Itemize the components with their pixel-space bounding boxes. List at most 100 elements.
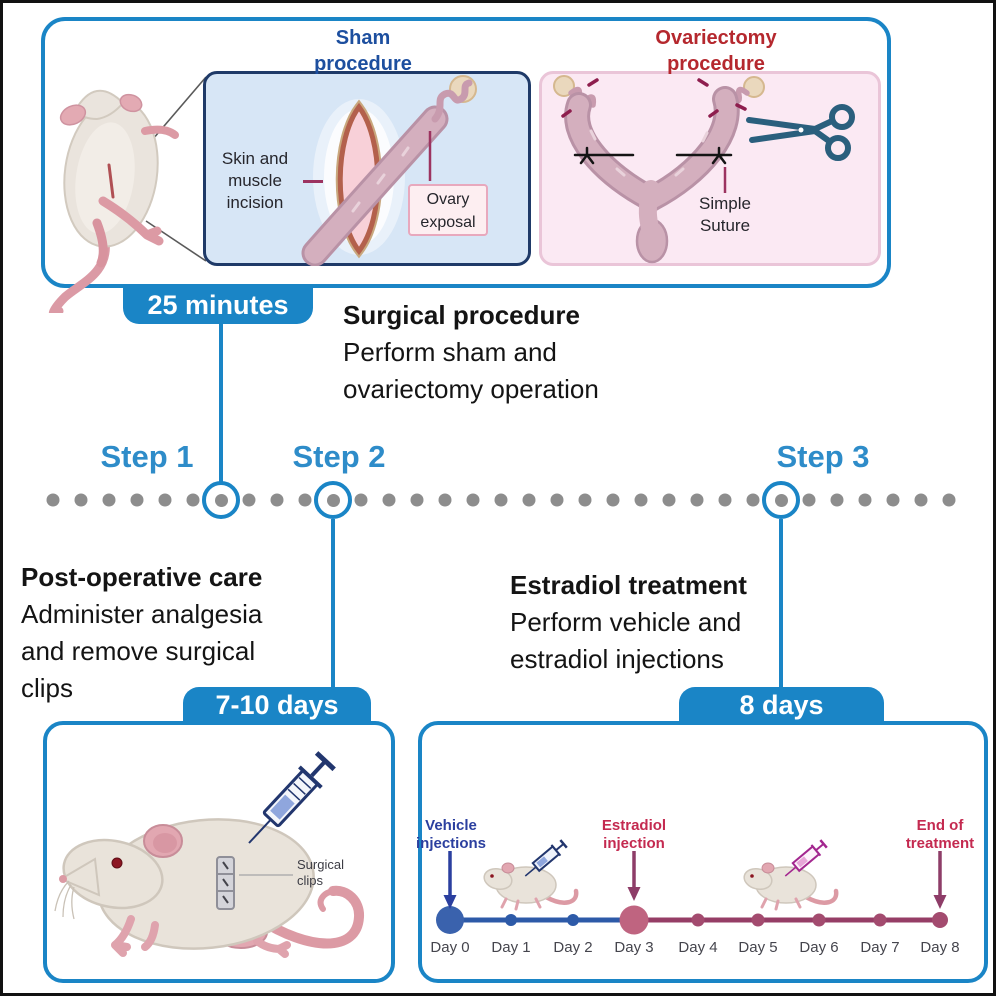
day8-dot bbox=[932, 912, 948, 928]
duration-badge-surgery: 25 minutes bbox=[123, 288, 313, 324]
mouse-tail bbox=[48, 236, 110, 313]
separator-dot bbox=[550, 493, 564, 507]
surgical-title: Surgical procedure bbox=[343, 300, 580, 330]
rat-nose bbox=[59, 875, 67, 883]
suture-label-line1: Simple bbox=[699, 194, 751, 213]
separator-dot bbox=[634, 493, 648, 507]
supine-mouse-illustration bbox=[48, 89, 179, 313]
day-dots bbox=[436, 905, 948, 935]
cervix bbox=[638, 180, 660, 242]
day-label-0: Day 0 bbox=[430, 939, 470, 956]
day-label-6: Day 6 bbox=[799, 939, 839, 956]
estradiol-line1: Perform vehicle and bbox=[510, 607, 742, 637]
connector-step3 bbox=[779, 519, 783, 689]
separator-dot bbox=[354, 493, 368, 507]
separator-dot bbox=[410, 493, 424, 507]
separator-dot bbox=[158, 493, 172, 507]
uterine-horn bbox=[304, 108, 446, 264]
day5-dot bbox=[751, 913, 765, 927]
treatment-timeline-art bbox=[436, 839, 948, 935]
estradiol-label-line2: injection bbox=[603, 835, 665, 852]
suture-label-line2: Suture bbox=[699, 216, 751, 235]
horn-highlights bbox=[589, 129, 709, 177]
day0-dot bbox=[436, 906, 464, 934]
mouse-ear-left bbox=[59, 104, 87, 126]
ovariectomy-procedure-title: Ovariectomy procedure bbox=[621, 25, 811, 77]
estradiol-injection-label: Estradiol injection bbox=[586, 817, 682, 853]
postop-line2: and remove surgical bbox=[21, 636, 256, 666]
surgical-clips-label: Surgical clips bbox=[297, 857, 371, 889]
connector-step2 bbox=[331, 519, 335, 689]
incision-label-line3: incision bbox=[226, 193, 284, 212]
estradiol-description: Estradiol treatment Perform vehicle and … bbox=[510, 567, 747, 678]
mini-syringe-pink bbox=[784, 839, 828, 877]
separator-dot bbox=[438, 493, 452, 507]
simple-suture-label: Simple Suture bbox=[669, 193, 781, 237]
oviduct-coil bbox=[431, 79, 473, 123]
step-3-label: Step 3 bbox=[776, 439, 870, 474]
clips-label-line1: Surgical bbox=[297, 857, 344, 872]
step-2-label: Step 2 bbox=[292, 439, 386, 474]
separator-dot bbox=[886, 493, 900, 507]
separator-dot bbox=[746, 493, 760, 507]
rat-tail-tip bbox=[317, 888, 336, 912]
surgical-line2: ovariectomy operation bbox=[343, 374, 599, 404]
separator-dot bbox=[522, 493, 536, 507]
day-label-3: Day 3 bbox=[614, 939, 654, 956]
surgical-description: Surgical procedure Perform sham and ovar… bbox=[343, 297, 599, 408]
right-horn bbox=[641, 89, 737, 209]
rat-ear-inner bbox=[153, 833, 177, 853]
day6-dot bbox=[812, 913, 826, 927]
duration-badge-treatment: 8 days bbox=[679, 687, 884, 722]
separator-dot bbox=[466, 493, 480, 507]
step-1-dot bbox=[214, 493, 228, 507]
separator-dot bbox=[830, 493, 844, 507]
sham-title-line1: Sham bbox=[335, 27, 391, 49]
separator-dot bbox=[606, 493, 620, 507]
separator-dot bbox=[690, 493, 704, 507]
postop-line3: clips bbox=[21, 673, 74, 703]
separator-dot bbox=[74, 493, 88, 507]
day4-dot bbox=[691, 913, 705, 927]
rat-whiskers bbox=[54, 880, 75, 920]
estradiol-label-line1: Estradiol bbox=[601, 817, 667, 834]
mouse-belly bbox=[75, 122, 135, 234]
incision-label-line2: muscle bbox=[228, 171, 282, 190]
clips-label-line2: clips bbox=[297, 873, 324, 888]
separator-dot bbox=[130, 493, 144, 507]
scissors-pivot bbox=[798, 127, 804, 133]
left-ovary bbox=[553, 75, 575, 97]
end-label-line2: treatment bbox=[905, 835, 975, 852]
treatment-panel bbox=[418, 721, 988, 983]
sham-art bbox=[301, 75, 477, 266]
syringe-icon bbox=[248, 751, 336, 844]
incision-label-line1: Skin and bbox=[221, 149, 289, 168]
mouse-hindleg bbox=[98, 196, 164, 246]
rat-eye bbox=[111, 857, 123, 869]
day2-dot bbox=[567, 914, 579, 926]
end-of-treatment-label: End of treatment bbox=[896, 817, 984, 853]
ovx-title-line2: procedure bbox=[667, 53, 765, 75]
scissors-icon bbox=[746, 104, 855, 161]
postop-description: Post-operative care Administer analgesia… bbox=[21, 559, 262, 707]
recovery-rat-illustration bbox=[54, 751, 364, 958]
day1-dot bbox=[505, 914, 517, 926]
horn-highlights bbox=[351, 146, 410, 213]
day-label-8: Day 8 bbox=[920, 939, 960, 956]
rat-foreleg bbox=[111, 915, 135, 957]
rat-tail bbox=[254, 885, 364, 949]
separator-dot bbox=[186, 493, 200, 507]
incision-pointer-dash bbox=[303, 180, 323, 183]
ovariectomy-art bbox=[553, 75, 855, 264]
cut-dashes bbox=[561, 78, 747, 118]
day-label-2: Day 2 bbox=[553, 939, 593, 956]
rat-snout bbox=[58, 857, 101, 897]
vehicle-label-line2: injections bbox=[415, 835, 486, 852]
vehicle-arrow bbox=[443, 851, 457, 909]
separator-dot bbox=[242, 493, 256, 507]
end-label-line1: End of bbox=[916, 817, 964, 834]
estradiol-arrow bbox=[627, 851, 641, 901]
ovary-box-line1: Ovary bbox=[426, 191, 470, 208]
separator-dot bbox=[914, 493, 928, 507]
